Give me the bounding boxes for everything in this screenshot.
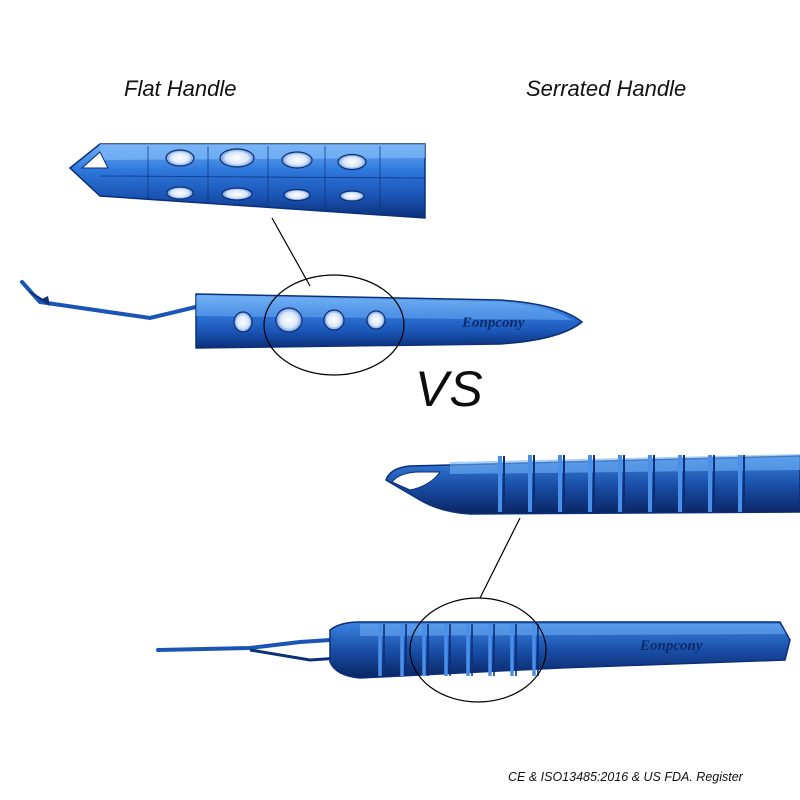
closeup-hole-top-2 — [219, 148, 255, 168]
vs-label: VS — [415, 361, 484, 417]
flat-handle-instrument: Eonpcony — [20, 280, 584, 349]
serrated-callout-line — [479, 517, 521, 599]
instrument-hole-4 — [366, 310, 386, 330]
closeup-hole-top-4 — [337, 153, 367, 171]
flat-callout-line — [271, 217, 311, 287]
brand-logo-flat: Eonpcony — [461, 315, 525, 331]
closeup-hole-top-1 — [165, 149, 195, 167]
instrument-hole-1 — [233, 311, 253, 333]
closeup-hole-bot-3 — [283, 188, 311, 202]
serrated-callout-circle — [409, 597, 547, 703]
closeup-hole-bot-4 — [339, 190, 365, 202]
instrument-hole-2 — [275, 307, 303, 333]
instrument-hole-3 — [323, 309, 345, 331]
brand-logo-serrated: Eonpcony — [639, 638, 703, 654]
serrated-handle-instrument: Eonpcony — [156, 621, 791, 679]
flat-callout-circle — [263, 274, 405, 376]
certification-text: CE & ISO13485:2016 & US FDA. Register — [508, 770, 743, 784]
closeup-hole-top-3 — [281, 151, 313, 169]
serrated-handle-closeup — [385, 454, 800, 515]
closeup-hole-bot-1 — [166, 186, 194, 200]
flat-handle-closeup — [68, 143, 426, 219]
serrated-handle-title: Serrated Handle — [526, 76, 687, 101]
flat-handle-title: Flat Handle — [124, 76, 237, 101]
closeup-hole-bot-2 — [221, 187, 253, 201]
